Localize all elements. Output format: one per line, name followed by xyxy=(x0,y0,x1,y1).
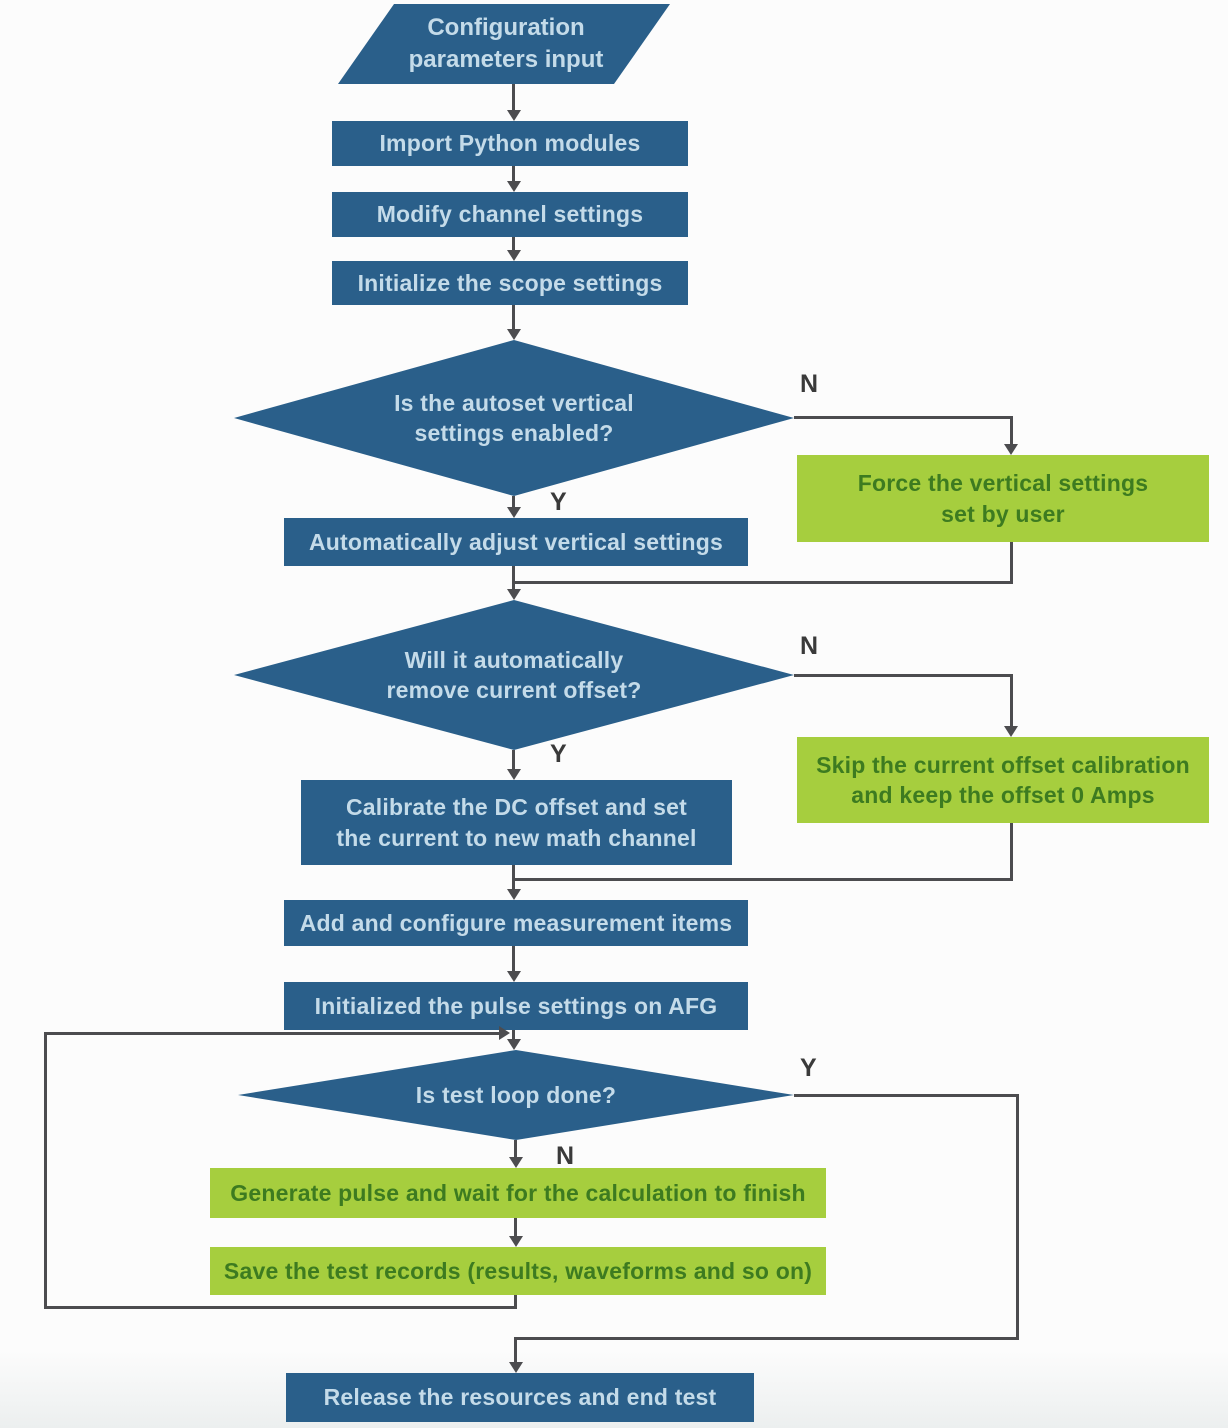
connector-line xyxy=(1010,823,1013,881)
arrowhead-down xyxy=(509,1362,523,1373)
edge-label-yes: Y xyxy=(550,740,567,768)
loop-connector-line xyxy=(44,1032,47,1309)
edge-label-no: N xyxy=(556,1142,575,1170)
connector-line xyxy=(512,305,515,331)
generate-pulse-box: Generate pulse and wait for the calculat… xyxy=(210,1168,826,1218)
edge-label-yes: Y xyxy=(800,1054,817,1082)
connector-line xyxy=(512,1030,515,1040)
connector-line xyxy=(514,1140,517,1158)
connector-line xyxy=(512,566,515,591)
modify-channel-box: Modify channel settings xyxy=(332,192,688,237)
arrowhead-right xyxy=(499,1026,510,1040)
loop-connector-line xyxy=(44,1306,516,1309)
arrowhead-down xyxy=(507,181,521,192)
connector-line xyxy=(514,1337,1019,1340)
add-measurements-box: Add and configure measurement items xyxy=(284,900,748,946)
arrowhead-down xyxy=(507,971,521,982)
connector-line xyxy=(512,878,1012,881)
arrowhead-down xyxy=(1004,444,1018,455)
edge-label-no: N xyxy=(800,632,819,660)
start-label: Configuration parameters input xyxy=(408,13,604,73)
connector-line xyxy=(512,865,515,890)
arrowhead-down xyxy=(1004,726,1018,737)
remove-offset-decision-diamond: Will it automatically remove current off… xyxy=(234,600,794,750)
arrowhead-down xyxy=(509,1236,523,1247)
init-pulse-box: Initialized the pulse settings on AFG xyxy=(284,982,748,1030)
skip-calibration-box: Skip the current offset calibration and … xyxy=(797,737,1209,823)
edge-label-yes: Y xyxy=(550,488,567,516)
calibrate-dc-box: Calibrate the DC offset and set the curr… xyxy=(301,780,732,865)
arrowhead-down xyxy=(507,589,521,600)
force-vertical-box: Force the vertical settings set by user xyxy=(797,455,1209,542)
auto-adjust-box: Automatically adjust vertical settings xyxy=(284,518,748,566)
test-loop-decision-diamond: Is test loop done? xyxy=(238,1050,794,1140)
arrowhead-down xyxy=(507,889,521,900)
arrowhead-down xyxy=(507,1039,521,1050)
connector-line xyxy=(1010,674,1013,729)
connector-line xyxy=(514,1337,517,1363)
arrowhead-down xyxy=(507,329,521,340)
release-box: Release the resources and end test xyxy=(286,1373,754,1422)
connector-line xyxy=(512,496,515,509)
loop-connector-line xyxy=(514,1295,517,1309)
arrowhead-down xyxy=(507,769,521,780)
connector-line xyxy=(1016,1094,1019,1340)
connector-line xyxy=(512,84,515,111)
connector-line xyxy=(1010,416,1013,446)
connector-line xyxy=(512,581,1012,584)
arrowhead-down xyxy=(507,110,521,121)
connector-line xyxy=(512,750,515,770)
connector-line xyxy=(514,1218,517,1237)
connector-line xyxy=(794,1094,1019,1097)
autoset-decision-diamond: Is the autoset vertical settings enabled… xyxy=(234,340,794,496)
connector-line xyxy=(512,237,515,252)
arrowhead-down xyxy=(509,1157,523,1168)
loop-connector-line xyxy=(44,1032,500,1035)
connector-line xyxy=(512,946,515,972)
init-scope-box: Initialize the scope settings xyxy=(332,261,688,305)
arrowhead-down xyxy=(507,250,521,261)
connector-line xyxy=(1010,542,1013,584)
save-records-box: Save the test records (results, waveform… xyxy=(210,1247,826,1295)
connector-line xyxy=(794,416,1012,419)
edge-label-no: N xyxy=(800,370,819,398)
import-modules-box: Import Python modules xyxy=(332,121,688,166)
connector-line xyxy=(794,674,1012,677)
connector-line xyxy=(512,166,515,182)
arrowhead-down xyxy=(507,507,521,518)
